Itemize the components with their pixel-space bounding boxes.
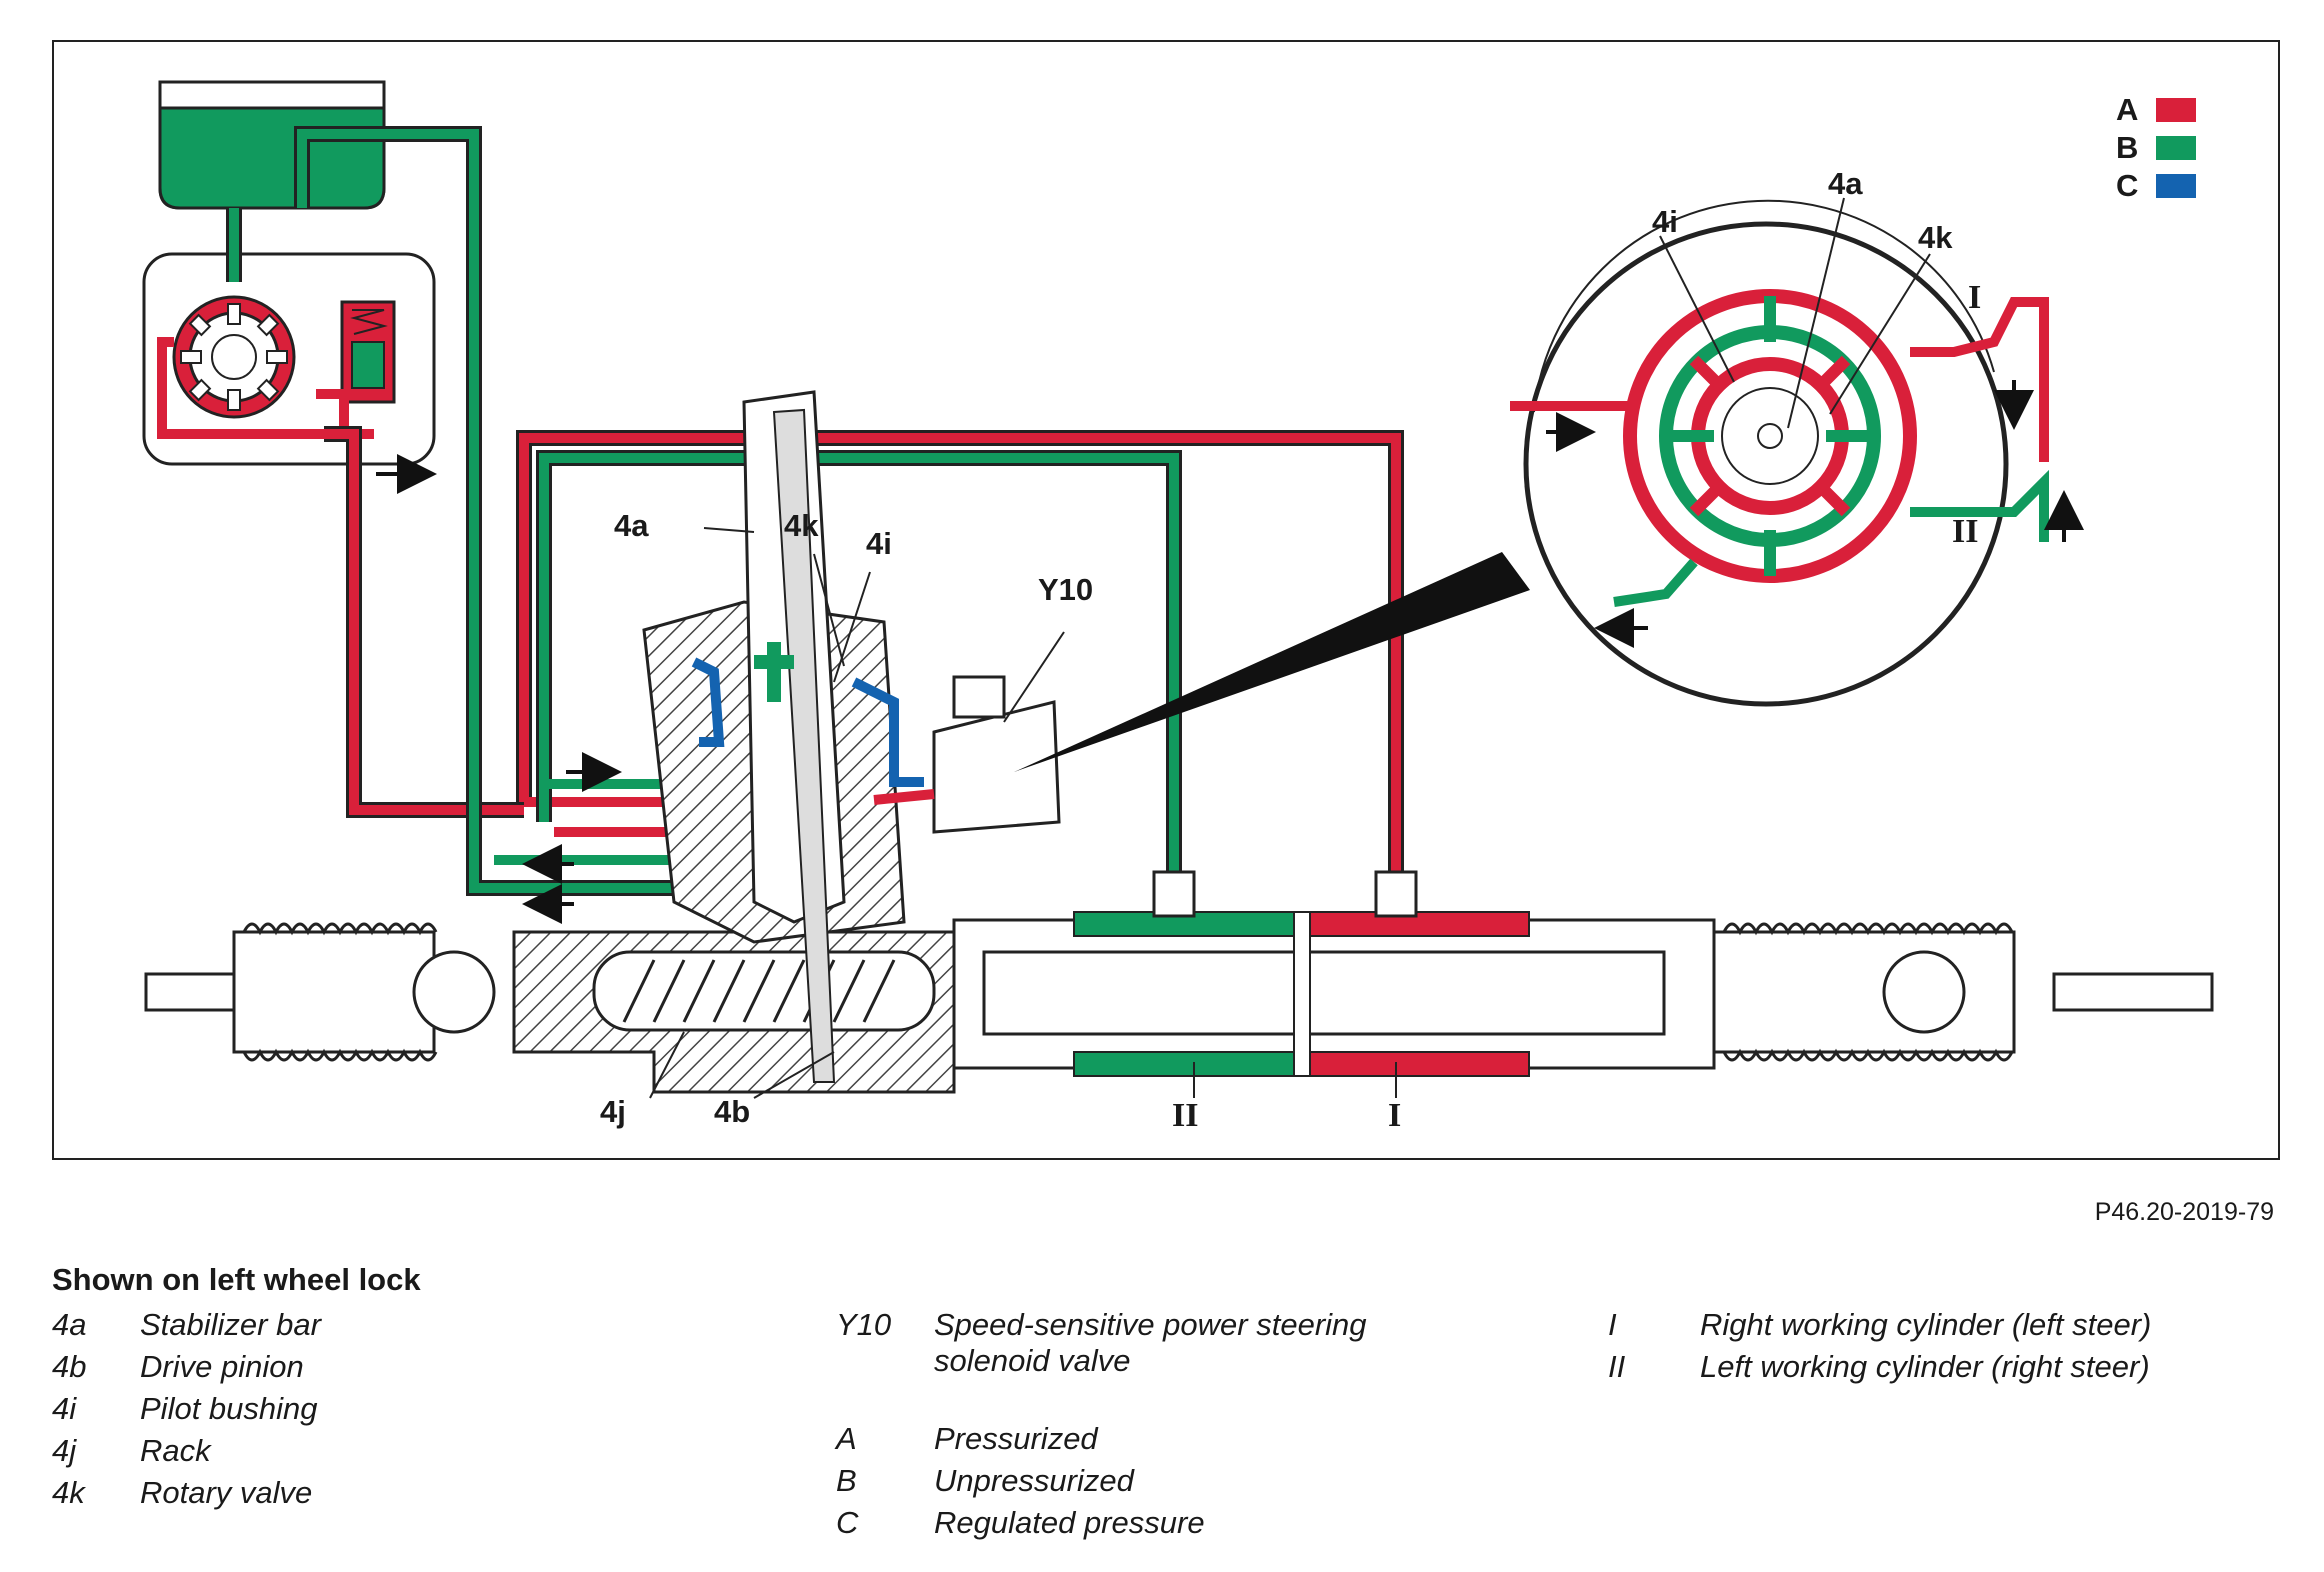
pump-unit [142, 252, 436, 466]
legend-item: B Unpressurized [836, 1460, 1367, 1502]
legend-item: 4i Pilot bushing [52, 1388, 321, 1430]
steering-diagram: 4i 4a 4k I II ABC 4a 4k 4i Y10 4j 4b II … [142, 80, 2214, 1134]
legend-text: Unpressurized [934, 1463, 1134, 1498]
rotary-valve-detail: 4i 4a 4k I II [1510, 166, 2084, 707]
legend-code: B [836, 1463, 857, 1498]
legend-code: II [1608, 1349, 1626, 1384]
legend-text: solenoid valve [934, 1343, 1131, 1378]
flow-arrows [376, 454, 622, 924]
legend-item: 4j Rack [52, 1430, 321, 1472]
leader-lines [649, 527, 1397, 1099]
legend-code: 4i [52, 1391, 77, 1426]
legend-item: A Pressurized [836, 1418, 1367, 1460]
legend-item: 4k Rotary valve [52, 1472, 321, 1514]
label-4i: 4i [866, 526, 892, 561]
legend-code: C [836, 1505, 859, 1540]
detail-label-II: II [1952, 513, 1978, 550]
legend-title: Shown on left wheel lock [52, 1262, 421, 1297]
legend-code: 4a [52, 1307, 87, 1342]
legend-item-y10: Y10 Speed-sensitive power steering solen… [836, 1304, 1367, 1382]
label-4b: 4b [714, 1094, 750, 1129]
label-I: I [1388, 1097, 1401, 1134]
detail-label-4k: 4k [1918, 220, 1953, 255]
color-key-swatch [2156, 98, 2196, 122]
label-II: II [1172, 1097, 1198, 1134]
label-y10: Y10 [1038, 572, 1093, 607]
legend-item: 4b Drive pinion [52, 1346, 321, 1388]
legend-text: Rack [140, 1433, 211, 1468]
legend-code: Y10 [836, 1307, 892, 1342]
color-key-letter: C [2116, 168, 2138, 203]
legend-text: Pilot bushing [140, 1391, 318, 1426]
valve-body [642, 390, 1061, 1083]
color-key-swatch [2156, 174, 2196, 198]
reservoir [158, 80, 386, 210]
legend-code: I [1608, 1307, 1617, 1342]
legend-column-3: I Right working cylinder (left steer) II Le… [1608, 1304, 2151, 1388]
legend-item: I Right working cylinder (left steer) [1608, 1304, 2151, 1346]
legend-item: II Left working cylinder (right steer) [1608, 1346, 2151, 1388]
label-4j: 4j [600, 1094, 626, 1129]
legend-code: 4b [52, 1349, 87, 1384]
legend-item: 4a Stabilizer bar [52, 1304, 321, 1346]
detail-label-I: I [1968, 279, 1981, 316]
steering-gear [144, 870, 2214, 1094]
legend-text: Speed-sensitive power steering [934, 1307, 1367, 1342]
legend-text: Regulated pressure [934, 1505, 1205, 1540]
color-key-letter: A [2116, 92, 2138, 127]
legend-item: C Regulated pressure [836, 1502, 1367, 1544]
legend-code: A [836, 1421, 857, 1456]
legend-code: 4j [52, 1433, 77, 1468]
detail-pointer [1014, 552, 1530, 772]
color-key: ABC [2116, 92, 2196, 203]
legend-text: Stabilizer bar [140, 1307, 321, 1342]
legend-column-2: Y10 Speed-sensitive power steering solen… [836, 1304, 1367, 1544]
detail-label-4i: 4i [1652, 204, 1678, 239]
color-key-swatch [2156, 136, 2196, 160]
figure-id: P46.20-2019-79 [2094, 1198, 2274, 1226]
label-4a: 4a [614, 508, 649, 543]
legend-code: 4k [52, 1475, 85, 1510]
legend-text: Drive pinion [140, 1349, 304, 1384]
legend-text: Pressurized [934, 1421, 1098, 1456]
legend-text: Left working cylinder (right steer) [1700, 1349, 2150, 1384]
legend-column-1: 4a Stabilizer bar 4b Drive pinion 4i Pilot bu… [52, 1304, 321, 1514]
label-4k: 4k [784, 508, 819, 543]
detail-label-4a: 4a [1828, 166, 1863, 201]
color-key-letter: B [2116, 130, 2138, 165]
legend-text: Right working cylinder (left steer) [1700, 1307, 2152, 1342]
legend-text: Rotary valve [140, 1475, 313, 1510]
